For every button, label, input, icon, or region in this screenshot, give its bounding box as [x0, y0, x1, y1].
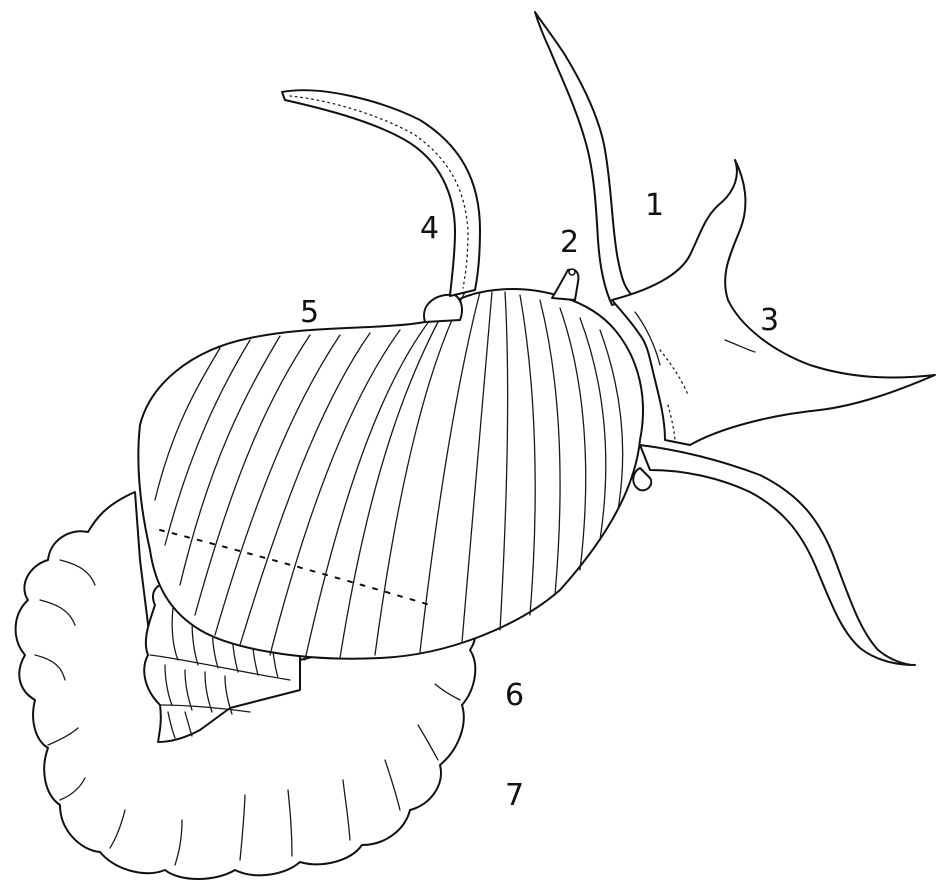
label-1: 1 [645, 188, 664, 223]
label-7: 7 [505, 778, 524, 813]
label-2: 2 [560, 225, 579, 260]
siphon [282, 90, 480, 296]
label-6: 6 [505, 678, 524, 713]
tentacle-lower [633, 445, 915, 665]
shell-body-whorl [138, 289, 643, 660]
tentacle-upper [535, 12, 635, 305]
mantle-lobe [424, 295, 462, 322]
label-4: 4 [420, 211, 439, 246]
label-5: 5 [300, 295, 319, 330]
label-3: 3 [760, 303, 779, 338]
